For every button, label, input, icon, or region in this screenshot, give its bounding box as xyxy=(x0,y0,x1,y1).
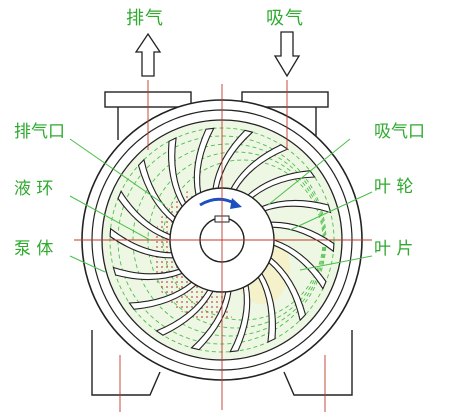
impeller-blade xyxy=(137,158,176,224)
pump-base xyxy=(91,330,353,396)
impeller-blade xyxy=(155,289,214,336)
impeller-blade xyxy=(260,199,332,214)
centerlines xyxy=(74,80,372,412)
label-impeller: 叶 轮 xyxy=(374,177,413,197)
impeller-blade xyxy=(168,136,187,208)
rotation-arrowhead xyxy=(230,198,242,209)
impeller-blade xyxy=(268,256,307,322)
impeller-blade xyxy=(117,190,171,241)
label-liquid-ring: 液 环 xyxy=(14,179,53,199)
impeller-blade xyxy=(193,127,215,196)
impeller-blade xyxy=(247,170,316,199)
label-exhaust-top: 排气 xyxy=(126,8,164,29)
label-exhaust-port: 排气口 xyxy=(14,122,65,142)
label-blade: 叶 片 xyxy=(374,239,413,259)
label-suction-port: 吸气口 xyxy=(374,122,425,142)
label-suction-top: 吸气 xyxy=(266,8,304,29)
impeller-blade xyxy=(112,266,184,281)
impeller-blade xyxy=(109,227,174,259)
label-pump-body: 泵 体 xyxy=(14,239,53,259)
impeller-blade xyxy=(230,144,289,191)
impeller-blade xyxy=(128,281,197,310)
leader-lines xyxy=(69,138,373,273)
impeller-blade xyxy=(273,239,327,290)
exhaust-arrow xyxy=(134,32,162,77)
impeller-blades xyxy=(109,127,335,353)
impeller-blade xyxy=(257,272,276,344)
impeller-blade xyxy=(229,284,251,353)
impeller-blade xyxy=(270,221,335,253)
suction-arrow xyxy=(273,31,301,78)
